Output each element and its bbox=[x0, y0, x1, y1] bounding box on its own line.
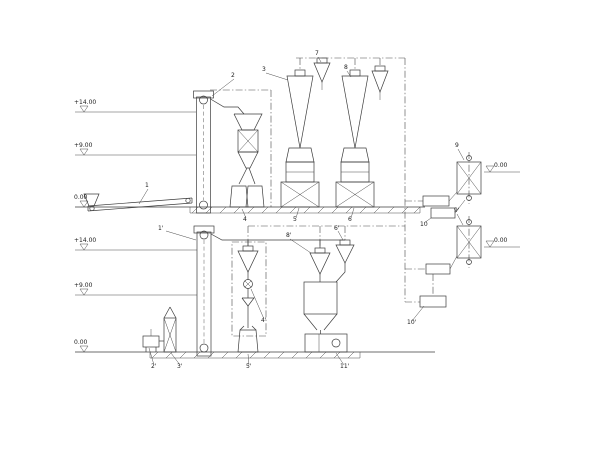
cyclone-6p bbox=[335, 239, 355, 283]
elevation-marker-right-bottom: 0.00 bbox=[484, 237, 520, 248]
elevation-label: 0.00 bbox=[74, 339, 88, 346]
upper-floor-slab bbox=[189, 206, 421, 214]
tag-2: 2 bbox=[231, 72, 235, 79]
tag-11p: 11' bbox=[340, 363, 350, 370]
cyclone-airlock-bagging bbox=[237, 245, 259, 353]
tag-2p: 2' bbox=[151, 363, 157, 370]
elevation-marker-lower-9: +9.00 bbox=[74, 282, 197, 296]
elevation-marker-lower-14: +14.00 bbox=[74, 237, 197, 251]
elevation-marker-lower-ground: 0.00 bbox=[74, 339, 435, 353]
elevation-label: 0.00 bbox=[494, 237, 508, 244]
bagging-scale bbox=[229, 113, 265, 208]
roof-filter-2 bbox=[371, 65, 389, 100]
tag-10: 10 bbox=[420, 221, 428, 228]
tag-5: 5 bbox=[293, 216, 297, 223]
elevation-marker-upper-14: +14.00 bbox=[74, 99, 196, 113]
elevation-marker-upper-9: +9.00 bbox=[74, 142, 196, 156]
elevation-label: +9.00 bbox=[74, 142, 93, 149]
elevation-label: 0.00 bbox=[494, 162, 508, 169]
tag-6p: 6' bbox=[334, 225, 340, 232]
fan-box-lower bbox=[419, 295, 447, 308]
tag-4p: 4' bbox=[261, 317, 267, 324]
inclined-conveyor bbox=[83, 193, 193, 212]
tag-8p: 8' bbox=[286, 232, 292, 239]
elevation-label: +14.00 bbox=[74, 237, 96, 244]
aspiration-duct-network bbox=[210, 57, 434, 337]
small-elevator bbox=[163, 306, 177, 353]
elevation-marker-upper-ground: 0.00 bbox=[74, 194, 425, 208]
tag-9: 9 bbox=[455, 142, 459, 149]
bucket-elevator-upper bbox=[193, 90, 245, 214]
tag-10p: 10' bbox=[407, 319, 417, 326]
tag-4: 4 bbox=[243, 216, 247, 223]
tag-5p: 5' bbox=[246, 363, 252, 370]
elevation-label: +14.00 bbox=[74, 99, 96, 106]
lower-floor-slab bbox=[149, 351, 361, 359]
roof-filter-1 bbox=[313, 57, 331, 90]
elevation-marker-right-top: 0.00 bbox=[484, 162, 520, 173]
tag-1p: 1' bbox=[158, 225, 164, 232]
fan-box-mid bbox=[425, 255, 458, 275]
machine-unit-2 bbox=[335, 69, 375, 208]
tag-7: 7 bbox=[315, 50, 319, 57]
bucket-elevator-lower bbox=[193, 225, 345, 357]
tag-3: 3 bbox=[262, 66, 266, 73]
machine-unit-1 bbox=[280, 69, 320, 208]
feeder-unit bbox=[142, 329, 164, 352]
tag-9p: 9' bbox=[454, 207, 460, 214]
tag-6: 6 bbox=[348, 216, 352, 223]
fan-box-upper bbox=[422, 191, 466, 219]
bin-and-machine bbox=[303, 247, 348, 353]
drum-cleaner-upper bbox=[456, 152, 482, 204]
tag-1: 1 bbox=[145, 182, 149, 189]
elevation-label: +9.00 bbox=[74, 282, 93, 289]
tag-8: 8 bbox=[344, 64, 348, 71]
tag-labels: 1 2 3 4 5 6 7 8 9 10 1' 2' 3' 4' 5' 6' 8 bbox=[138, 50, 465, 370]
drum-cleaner-lower bbox=[456, 216, 482, 268]
tag-3p: 3' bbox=[177, 363, 183, 370]
elevation-label: 0.00 bbox=[74, 194, 88, 201]
